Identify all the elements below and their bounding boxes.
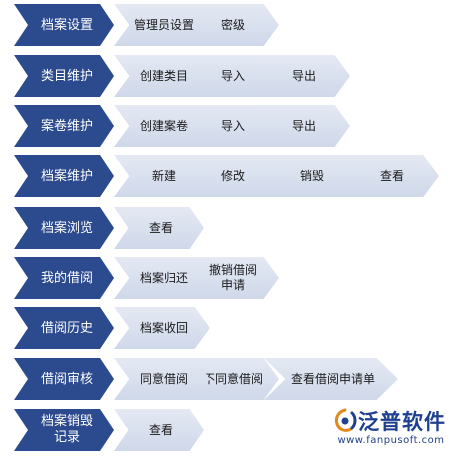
row-step: 档案收回 bbox=[114, 307, 210, 349]
row-step: 导出 bbox=[254, 105, 350, 147]
row-header: 类目维护 bbox=[14, 55, 114, 97]
row-header: 档案设置 bbox=[14, 4, 114, 46]
process-row: 档案设置 管理员设置 密级 bbox=[0, 4, 453, 46]
process-row: 档案维护 新建 修改 销毁 查看 bbox=[0, 155, 453, 197]
row-step: 档案归还 bbox=[114, 257, 210, 299]
row-step-label: 修改 bbox=[220, 168, 245, 183]
row-step: 新建 bbox=[114, 155, 210, 197]
fanpu-logo-icon bbox=[334, 408, 357, 432]
row-header: 案卷维护 bbox=[14, 105, 114, 147]
process-row: 借阅审核 同意借阅不同意借阅 查看借阅申请单 bbox=[0, 358, 453, 400]
row-step-label: 不同意借阅 bbox=[202, 371, 263, 386]
row-header-label: 档案设置 bbox=[40, 17, 93, 33]
row-step-label: 档案归还 bbox=[139, 270, 188, 285]
row-step-label: 查看借阅申请单 bbox=[290, 371, 375, 386]
row-step-label: 查看 bbox=[148, 422, 173, 437]
row-step: 创建类目 bbox=[114, 55, 210, 97]
row-step: 同意借阅 bbox=[114, 358, 210, 400]
row-step: 创建案卷 bbox=[114, 105, 210, 147]
row-header: 档案维护 bbox=[14, 155, 114, 197]
process-row: 档案浏览 查看 bbox=[0, 207, 453, 249]
row-header-label: 档案浏览 bbox=[40, 220, 93, 236]
row-step-label: 导入 bbox=[220, 118, 245, 133]
row-step-label: 管理员设置 bbox=[133, 17, 194, 32]
row-header-label: 档案销毁记录 bbox=[40, 414, 93, 445]
row-header-label: 类目维护 bbox=[40, 68, 93, 84]
row-header: 借阅审核 bbox=[14, 358, 114, 400]
row-header-label: 借阅审核 bbox=[40, 371, 93, 387]
process-row: 案卷维护 创建案卷 导入 导出 bbox=[0, 105, 453, 147]
process-row: 我的借阅 档案归还 撤销借阅申请 bbox=[0, 257, 453, 299]
row-step-label: 密级 bbox=[220, 17, 245, 32]
row-step-label: 查看 bbox=[379, 168, 404, 183]
row-step: 查看 bbox=[114, 207, 204, 249]
company-logo: 泛普软件 www.fanpusoft.com bbox=[332, 405, 450, 451]
row-step: 查看借阅申请单 bbox=[264, 358, 398, 400]
row-step-label: 导入 bbox=[220, 68, 245, 83]
row-step: 查看 bbox=[114, 409, 204, 451]
row-step-label: 新建 bbox=[151, 168, 176, 183]
row-header: 借阅历史 bbox=[14, 307, 114, 349]
row-step-label: 同意借阅 bbox=[139, 371, 188, 386]
row-step-label: 销毁 bbox=[299, 168, 324, 183]
row-header: 档案浏览 bbox=[14, 207, 114, 249]
row-header-label: 我的借阅 bbox=[40, 270, 93, 286]
row-step: 管理员设置 bbox=[114, 4, 210, 46]
brand-url: www.fanpusoft.com bbox=[337, 435, 445, 446]
process-row: 类目维护 创建类目 导入 导出 bbox=[0, 55, 453, 97]
row-step-label: 撤销借阅申请 bbox=[208, 263, 257, 292]
row-header-label: 档案维护 bbox=[40, 168, 93, 184]
row-header-label: 案卷维护 bbox=[40, 118, 93, 134]
row-step-label: 查看 bbox=[148, 220, 173, 235]
row-step-label: 导出 bbox=[291, 118, 316, 133]
row-header-label: 借阅历史 bbox=[40, 320, 93, 336]
row-step-label: 创建案卷 bbox=[139, 118, 188, 133]
row-step-label: 创建类目 bbox=[139, 68, 188, 83]
row-step-label: 档案收回 bbox=[139, 320, 188, 335]
process-row: 档案销毁记录 查看 bbox=[0, 409, 453, 451]
row-step-label: 导出 bbox=[291, 68, 316, 83]
brand-name: 泛普软件 bbox=[358, 410, 446, 434]
process-row: 借阅历史 档案收回 bbox=[0, 307, 453, 349]
row-header: 我的借阅 bbox=[14, 257, 114, 299]
row-header: 档案销毁记录 bbox=[14, 409, 114, 451]
